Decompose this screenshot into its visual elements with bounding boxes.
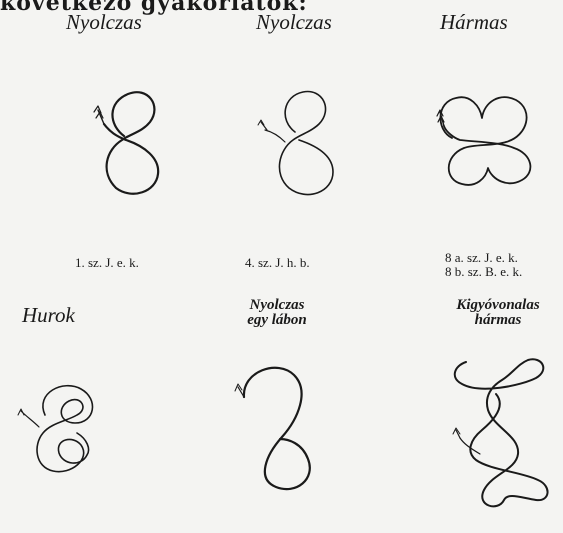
figure-title: Nyolczas: [222, 298, 332, 313]
figure-caption: 8 b. sz. B. e. k.: [445, 264, 522, 279]
three-figure-diagram: [430, 80, 550, 200]
figure-title: Nyolczas: [66, 10, 142, 35]
figure-title: Hurok: [22, 303, 75, 328]
figure-caption: 4. sz. J. h. b.: [245, 255, 310, 270]
figure-caption: 8 a. sz. J. e. k.: [445, 250, 518, 265]
loop-figure-diagram: [15, 375, 115, 505]
figure-eight-diagram: [80, 80, 180, 210]
figure-caption: 1. sz. J. e. k.: [75, 255, 139, 270]
figure-title: Nyolczas: [256, 10, 332, 35]
figure-eight-diagram: [255, 80, 355, 210]
figure-title: Kigyóvonalas: [438, 298, 558, 313]
figure-title: egy lábon: [222, 313, 332, 328]
serpentine-three-diagram: [440, 350, 560, 520]
figure-title: Hármas: [440, 10, 508, 35]
one-foot-eight-diagram: [232, 355, 332, 495]
figure-title: hármas: [438, 313, 558, 328]
